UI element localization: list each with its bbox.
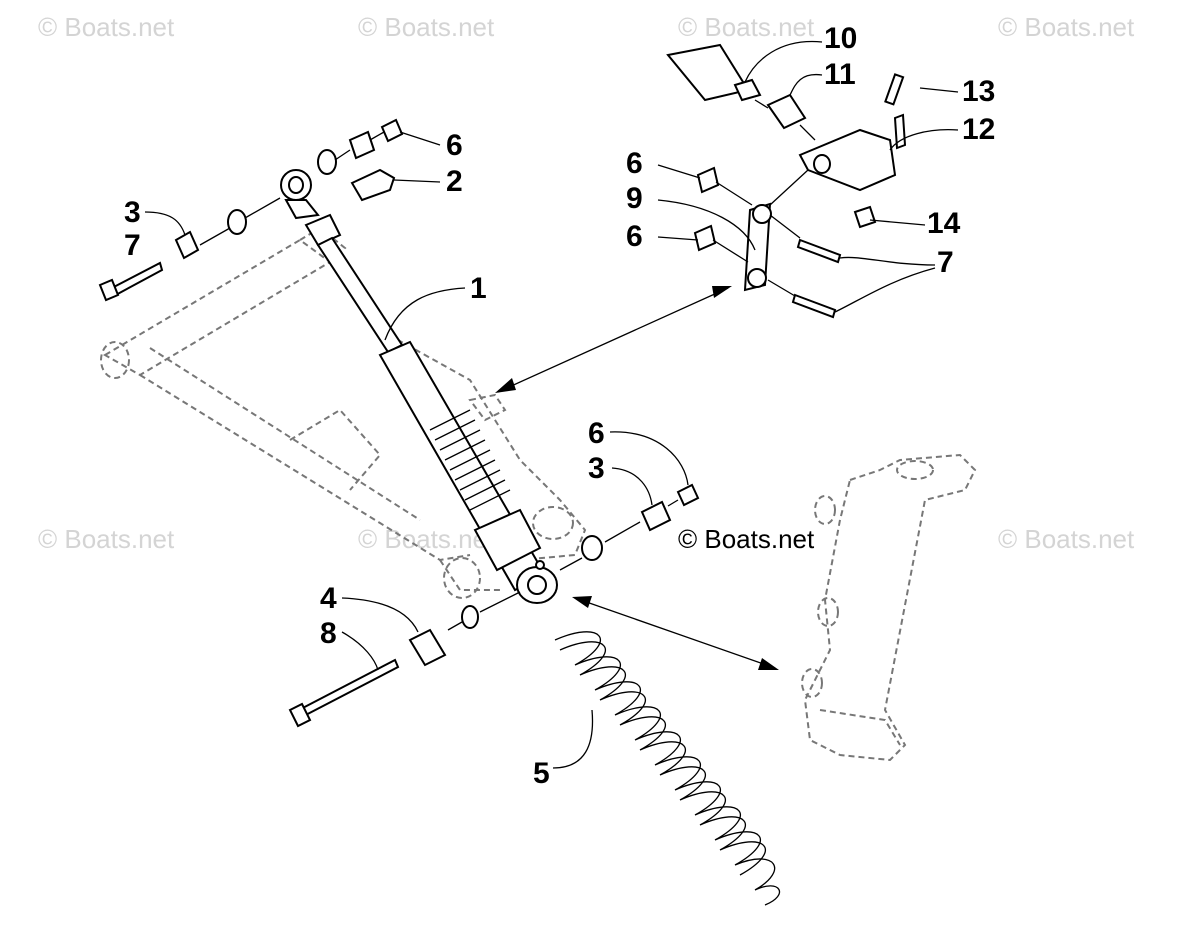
- leader-lines: [144, 40, 959, 769]
- watermark: © Boats.net: [358, 524, 495, 554]
- callout-label: 7: [124, 229, 141, 262]
- callout-label: 14: [927, 207, 961, 240]
- watermark-group: © Boats.net © Boats.net © Boats.net © Bo…: [38, 12, 1135, 554]
- watermark: © Boats.net: [998, 524, 1135, 554]
- reference-arrows: [495, 286, 779, 670]
- callout-label: 3: [124, 196, 141, 229]
- linkage-assembly: [666, 43, 907, 319]
- callout-label: 9: [626, 182, 643, 215]
- lower-hardware: [288, 483, 700, 728]
- callout-label: 4: [320, 582, 337, 615]
- callout-label: 6: [626, 147, 643, 180]
- callout-label: 6: [446, 129, 463, 162]
- callout-label: 11: [824, 58, 856, 91]
- upper-hardware: [98, 118, 404, 302]
- callout-label: 3: [588, 452, 605, 485]
- callout-label: 6: [588, 417, 605, 450]
- callout-label: 12: [962, 113, 995, 146]
- callout-labels: 10 11 13 12 6 2 3 7 6 9 6 14 7 1 6 3 4 8…: [124, 22, 995, 790]
- watermark: © Boats.net: [38, 524, 175, 554]
- shock-absorber: [280, 169, 558, 604]
- callout-label: 1: [470, 272, 487, 305]
- callout-label: 6: [626, 220, 643, 253]
- callout-label: 10: [824, 22, 857, 55]
- spindle-outline: [801, 453, 977, 762]
- watermark: © Boats.net: [38, 12, 175, 42]
- washer-icon: [227, 209, 247, 235]
- watermark: © Boats.net: [678, 12, 815, 42]
- callout-label: 5: [533, 757, 550, 790]
- callout-label: 7: [937, 246, 954, 279]
- copyright-notice: © Boats.net: [678, 524, 815, 554]
- callout-label: 13: [962, 75, 995, 108]
- callout-label: 8: [320, 617, 337, 650]
- watermark: © Boats.net: [358, 12, 495, 42]
- callout-label: 2: [446, 165, 463, 198]
- coil-spring: [554, 631, 780, 906]
- watermark: © Boats.net: [998, 12, 1135, 42]
